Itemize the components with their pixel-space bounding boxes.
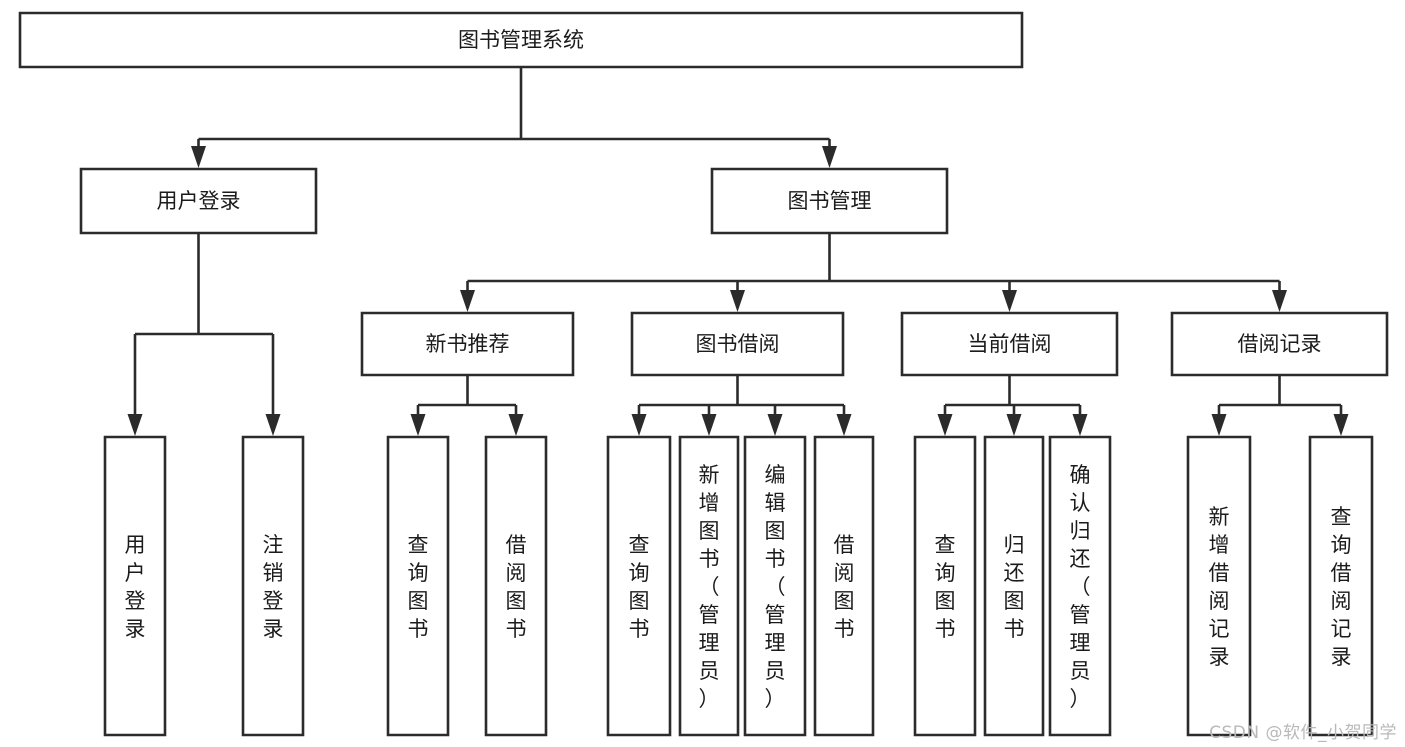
node-label: 新书推荐 xyxy=(426,332,510,356)
node-box xyxy=(388,437,448,735)
node-box xyxy=(1172,313,1387,375)
connector-group xyxy=(631,375,852,436)
node-box xyxy=(362,313,573,375)
node-borrow-lend-book[interactable]: 借阅图书 xyxy=(815,437,873,735)
node-label: 编辑图书（管理员） xyxy=(765,463,786,711)
arrow-head-icon xyxy=(1072,414,1088,436)
connector-group xyxy=(1211,375,1349,436)
node-box xyxy=(815,437,873,735)
node-book-management[interactable]: 图书管理 xyxy=(712,169,947,233)
node-label: 借阅记录 xyxy=(1238,332,1322,356)
node-label: 当前借阅 xyxy=(968,332,1052,356)
node-label: 归还图书 xyxy=(1004,533,1025,641)
arrow-head-icon xyxy=(460,290,475,312)
node-label: 查询图书 xyxy=(629,533,650,641)
node-label: 用户登录 xyxy=(125,533,146,641)
node-box xyxy=(745,437,805,735)
node-user-login-leaf[interactable]: 用户登录 xyxy=(105,437,165,735)
node-box xyxy=(1188,437,1250,735)
node-label: 借阅图书 xyxy=(834,533,855,641)
node-label: 图书借阅 xyxy=(696,332,780,356)
node-borrow-record[interactable]: 借阅记录 xyxy=(1172,313,1387,375)
node-label: 查询借阅记录 xyxy=(1331,505,1352,669)
arrow-head-icon xyxy=(822,146,837,168)
arrow-head-icon xyxy=(1272,290,1287,312)
node-rec-borrow-book[interactable]: 借阅图书 xyxy=(486,437,546,735)
node-rec-query-book[interactable]: 查询图书 xyxy=(388,437,448,735)
arrow-head-icon xyxy=(1211,414,1227,436)
arrow-head-icon xyxy=(1006,414,1022,436)
node-box xyxy=(680,437,738,735)
node-box xyxy=(81,169,316,233)
node-borrow-edit-book[interactable]: 编辑图书（管理员） xyxy=(745,437,805,735)
node-box xyxy=(105,437,165,735)
arrow-head-icon xyxy=(836,414,852,436)
arrow-head-icon xyxy=(701,414,717,436)
connector-group xyxy=(191,67,837,168)
arrow-head-icon xyxy=(631,414,647,436)
arrow-head-icon xyxy=(1002,290,1017,312)
arrow-head-icon xyxy=(730,290,745,312)
node-label: 查询图书 xyxy=(408,533,429,641)
arrow-head-icon xyxy=(265,414,281,436)
node-label: 注销登录 xyxy=(263,533,284,641)
node-box xyxy=(915,437,975,735)
node-box xyxy=(632,313,843,375)
node-box xyxy=(712,169,947,233)
node-current-borrow[interactable]: 当前借阅 xyxy=(902,313,1117,375)
node-rec-query-record[interactable]: 查询借阅记录 xyxy=(1310,437,1372,735)
arrow-head-icon xyxy=(937,414,953,436)
node-cur-return-book[interactable]: 归还图书 xyxy=(985,437,1043,735)
arrow-head-icon xyxy=(767,414,783,436)
node-cur-confirm-return[interactable]: 确认归还（管理员） xyxy=(1050,437,1110,735)
node-new-book-recommend[interactable]: 新书推荐 xyxy=(362,313,573,375)
node-box xyxy=(243,437,303,735)
node-root[interactable]: 图书管理系统 xyxy=(20,13,1022,67)
node-label: 借阅图书 xyxy=(506,533,527,641)
node-label: 确认归还（管理员） xyxy=(1070,463,1091,711)
arrow-head-icon xyxy=(508,414,524,436)
node-user-login[interactable]: 用户登录 xyxy=(81,169,316,233)
node-box xyxy=(486,437,546,735)
node-box xyxy=(20,13,1022,67)
arrow-head-icon xyxy=(410,414,426,436)
node-layer: 图书管理系统用户登录图书管理用户登录注销登录新书推荐图书借阅当前借阅借阅记录查询… xyxy=(20,13,1387,735)
node-box xyxy=(985,437,1043,735)
node-cur-query-book[interactable]: 查询图书 xyxy=(915,437,975,735)
node-label: 图书管理系统 xyxy=(458,28,584,52)
node-label: 图书管理 xyxy=(788,189,872,213)
node-label: 新增借阅记录 xyxy=(1209,505,1230,669)
node-box xyxy=(1050,437,1110,735)
node-borrow-query-book[interactable]: 查询图书 xyxy=(608,437,670,735)
connector-group xyxy=(127,233,281,436)
arrow-head-icon xyxy=(1333,414,1349,436)
node-box xyxy=(902,313,1117,375)
connector-group xyxy=(460,233,1287,312)
node-label: 查询图书 xyxy=(935,533,956,641)
node-user-logout-leaf[interactable]: 注销登录 xyxy=(243,437,303,735)
node-label: 用户登录 xyxy=(157,189,241,213)
connector-group xyxy=(937,375,1088,436)
node-rec-add-record[interactable]: 新增借阅记录 xyxy=(1188,437,1250,735)
connector-group xyxy=(410,375,524,436)
connector-layer xyxy=(127,67,1349,436)
node-label: 新增图书（管理员） xyxy=(699,463,720,711)
node-box xyxy=(608,437,670,735)
node-book-borrow[interactable]: 图书借阅 xyxy=(632,313,843,375)
arrow-head-icon xyxy=(191,146,206,168)
node-box xyxy=(1310,437,1372,735)
arrow-head-icon xyxy=(127,414,143,436)
node-borrow-add-book[interactable]: 新增图书（管理员） xyxy=(680,437,738,735)
